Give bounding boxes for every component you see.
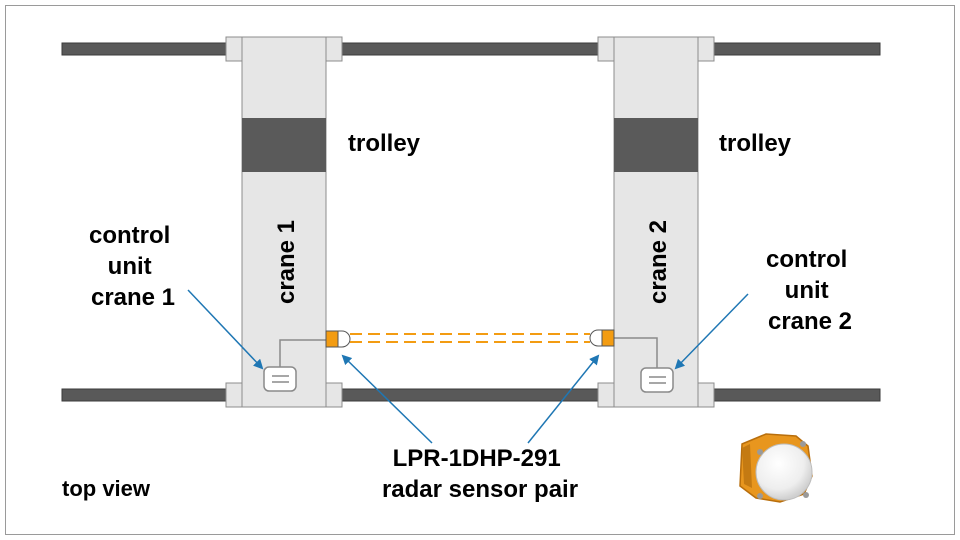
control-unit-1-label: control unit crane 1 (89, 222, 177, 311)
arrow-control-unit-2 (674, 293, 749, 370)
control-cable-1 (279, 339, 326, 367)
crane-1: crane 1 (225, 36, 343, 408)
radar-beam (350, 333, 590, 343)
sensor-pair-label: LPR-1DHP-291 radar sensor pair (382, 445, 578, 503)
crane-1-label: crane 1 (273, 220, 300, 304)
trolley-label-right: trolley (719, 130, 792, 157)
radar-sensor-device-icon (739, 433, 813, 503)
radar-sensor-right (589, 329, 615, 347)
crane-2-wheel-top-right (697, 36, 715, 62)
crane-2: crane 2 (597, 36, 715, 408)
crane-1-wheel-bottom-left (225, 382, 243, 408)
control-box-icon (640, 367, 674, 393)
crane-2-label: crane 2 (645, 220, 672, 304)
arrow-sensor-right (527, 354, 600, 444)
control-cable-2 (614, 337, 658, 368)
crane-2-wheel-bottom-left (597, 382, 615, 408)
crane-2-trolley (614, 118, 698, 172)
radar-sensor-left (325, 330, 351, 348)
top-view-label: top view (62, 476, 151, 501)
arrow-sensor-left (341, 354, 433, 444)
crane-2-wheel-bottom-right (697, 382, 715, 408)
crane-1-body (241, 36, 327, 408)
control-unit-2-label: control unit crane 2 (766, 246, 854, 335)
crane-1-wheel-top-left (225, 36, 243, 62)
rail-bottom (61, 388, 881, 402)
rail-top (61, 42, 881, 56)
crane-2-wheel-top-left (597, 36, 615, 62)
arrow-control-unit-1 (187, 289, 264, 370)
crane-2-body (613, 36, 699, 408)
control-box-icon (263, 366, 297, 392)
frame-border (5, 5, 955, 535)
trolley-label-left: trolley (348, 130, 421, 157)
crane-1-wheel-bottom-right (325, 382, 343, 408)
crane-1-wheel-top-right (325, 36, 343, 62)
crane-1-trolley (242, 118, 326, 172)
